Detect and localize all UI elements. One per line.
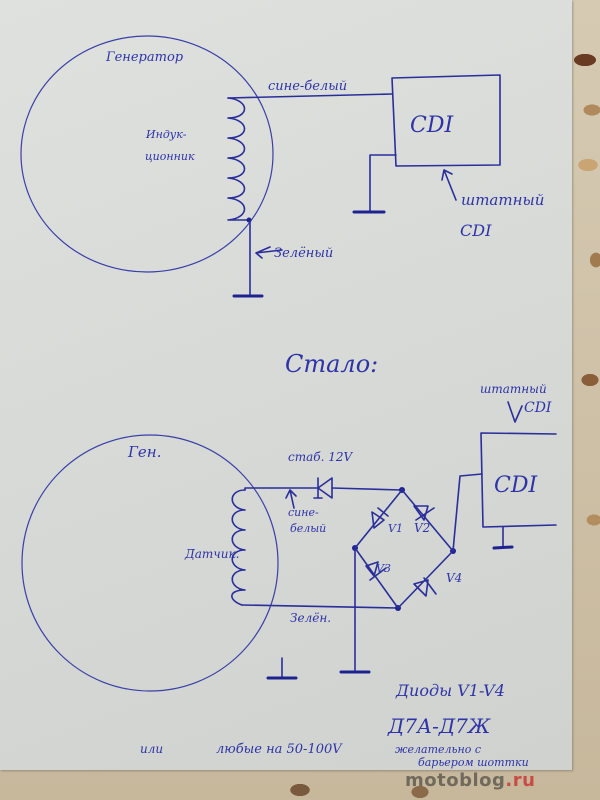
diode-v1-symbol <box>371 507 389 529</box>
top-generator-label: Генератор <box>105 50 184 65</box>
bottom-cdi-box <box>480 432 557 528</box>
bottom-generator-label: Ген. <box>127 443 161 461</box>
bottom-generator-circle <box>21 434 279 692</box>
top-generator-circle <box>20 35 274 273</box>
diode-v3-label: V3 <box>376 562 391 575</box>
zener-label: стаб. 12V <box>288 450 353 464</box>
top-stock-note-line1: штатный <box>461 191 544 209</box>
note-diodes-line: Диоды V1-V4 <box>395 681 505 700</box>
paper-sheet <box>0 0 572 770</box>
bridge-arm-v2 <box>401 489 454 552</box>
bottom-blue-white-label-line1: сине- <box>288 506 319 519</box>
bridge-positive-to-cdi <box>452 473 483 552</box>
bottom-stock-note-line2: CDI <box>524 400 552 416</box>
bottom-blue-white-label-line2: белый <box>290 522 326 535</box>
site-watermark: motoblog.ru <box>405 770 535 791</box>
bottom-green-label: Зелён. <box>290 611 331 625</box>
note-any-50-100v: любые на 50-100V <box>216 742 343 757</box>
bottom-schematic: Ген. Датчик. стаб. 12V сине- белый Зелён… <box>21 382 557 692</box>
bottom-cdi-ground-symbol <box>492 545 514 550</box>
diode-v2-label: V2 <box>414 521 430 535</box>
diode-v4-symbol <box>413 577 437 597</box>
diode-v1-label: V1 <box>388 522 403 535</box>
top-stock-note-line2: CDI <box>460 221 492 240</box>
note-or: или <box>140 742 163 756</box>
top-cdi-label: CDI <box>410 113 454 138</box>
top-blue-white-label: сине-белый <box>268 79 347 94</box>
bottom-coil-top-lead <box>244 487 273 491</box>
bottom-coil <box>231 489 246 606</box>
top-winding-label-line1: Индук- <box>145 128 187 141</box>
top-note-arrow-icon <box>441 169 457 201</box>
bottom-stock-note-line1: штатный <box>480 382 547 396</box>
top-green-label: Зелёный <box>274 246 333 261</box>
bridge-arm-v1 <box>354 489 403 549</box>
bottom-blue-white-arrow-icon <box>285 489 297 509</box>
top-schematic: Генератор Индук- ционник сине-белый Зелё… <box>20 35 544 298</box>
note-diode-types: Д7А-Д7Ж <box>387 714 491 738</box>
diode-v3-symbol <box>365 561 387 581</box>
top-winding-label-line2: ционник <box>145 150 195 163</box>
watermark-name: motoblog <box>405 770 506 791</box>
diode-v4-label: V4 <box>446 571 462 585</box>
top-cdi-box <box>391 74 501 167</box>
bridge-arm-v3 <box>354 547 399 609</box>
top-coil <box>227 97 251 221</box>
bottom-green-wire <box>241 604 399 609</box>
bottom-winding-label: Датчик. <box>184 547 239 561</box>
top-blue-white-wire <box>227 93 393 99</box>
after-heading: Стало: <box>285 350 378 378</box>
bottom-zener-to-bridge-wire <box>331 487 403 491</box>
watermark-tld: .ru <box>505 770 536 791</box>
note-preference-line2: барьером шоттки <box>418 756 529 769</box>
bottom-note-arrow-icon <box>507 401 523 423</box>
diode-v2-symbol <box>413 505 435 521</box>
bottom-cdi-label: CDI <box>494 473 538 498</box>
top-cdi-ground-wire <box>369 154 397 213</box>
notes: Диоды V1-V4 Д7А-Д7Ж или любые на 50-100V… <box>140 681 529 769</box>
top-green-arrow-icon <box>255 246 283 259</box>
note-preference-line1: желательно с <box>395 743 481 756</box>
